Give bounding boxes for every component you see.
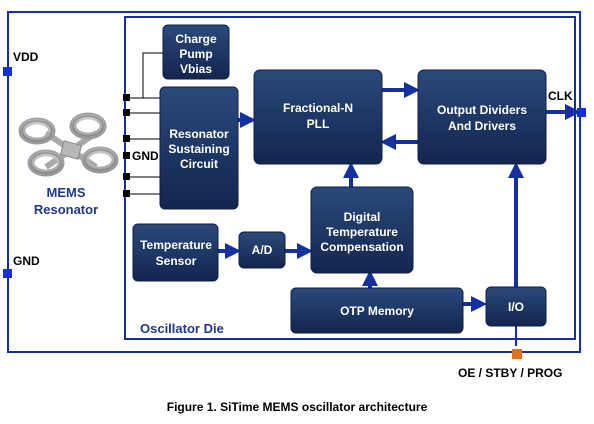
output-dividers-block: Output Dividers And Drivers [417,69,547,165]
svg-text:Digital: Digital [344,210,381,224]
svg-text:A/D: A/D [252,243,273,257]
svg-text:Compensation: Compensation [320,240,403,254]
ad-converter-block: A/D [238,231,286,269]
svg-text:Temperature: Temperature [140,238,212,252]
temperature-sensor-block: Temperature Sensor [132,223,219,282]
svg-text:PLL: PLL [307,117,330,131]
svg-text:OTP Memory: OTP Memory [340,304,414,318]
svg-text:Resonator: Resonator [169,127,229,141]
svg-text:Output Dividers: Output Dividers [437,103,527,117]
oscillator-die-label: Oscillator Die [140,321,224,336]
svg-text:Temperature: Temperature [326,225,398,239]
resonator-wires [127,52,163,195]
oe-pin [512,349,522,359]
mems-label-line1: MEMS [47,185,86,200]
svg-text:Vbias: Vbias [180,62,212,76]
svg-text:Circuit: Circuit [180,157,218,171]
digital-temperature-compensation-block: Digital Temperature Compensation [310,186,414,274]
svg-text:Pump: Pump [179,47,212,61]
resonator-sustaining-circuit-block: Resonator Sustaining Circuit [159,86,239,210]
vdd-label: VDD [13,50,39,64]
svg-text:I/O: I/O [508,300,524,314]
charge-pump-block: Charge Pump Vbias [162,24,230,80]
clk-pin [577,108,586,117]
fractional-n-pll-block: Fractional-N PLL [253,69,383,165]
svg-text:Sustaining: Sustaining [168,142,229,156]
figure-caption: Figure 1. SiTime MEMS oscillator archite… [166,400,428,414]
mems-label-line2: Resonator [34,202,98,217]
io-block: I/O [485,286,547,327]
oe-label: OE / STBY / PROG [458,366,562,380]
svg-text:Fractional-N: Fractional-N [283,101,353,115]
gnd-label: GND [13,254,40,268]
otp-memory-block: OTP Memory [290,287,464,334]
gnd-inner-label: GND [132,149,159,163]
svg-text:And Drivers: And Drivers [448,119,516,133]
vdd-pin [3,67,12,76]
resonator-contact-dots [123,94,130,197]
gnd-pin [3,269,12,278]
clk-label: CLK [548,89,573,103]
mems-resonator-icon [18,112,119,177]
signal-flow-arrows [218,82,581,346]
package-outline [7,11,581,353]
svg-text:Sensor: Sensor [156,254,197,268]
svg-text:Charge: Charge [175,32,217,46]
